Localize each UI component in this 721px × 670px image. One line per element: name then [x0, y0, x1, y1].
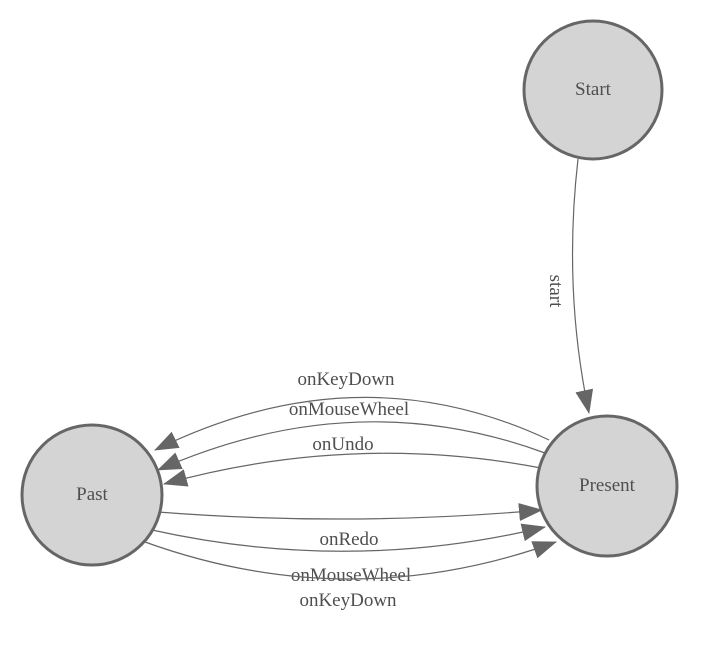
edge-present-to-past-onmousewheel-label: onMouseWheel	[289, 399, 409, 420]
edge-present-to-past-onkeydown-label: onKeyDown	[297, 369, 395, 390]
edge-start-to-present: start	[545, 158, 594, 414]
edge-present-to-past-onmousewheel: onMouseWheel	[157, 399, 546, 471]
state-node-start: Start	[522, 19, 664, 161]
edge-past-to-present-onmousewheel: onMouseWheel	[151, 523, 546, 586]
edge-start-to-present-line	[571, 158, 594, 414]
edge-past-to-present-onredo: onRedo	[157, 503, 543, 550]
edge-start-to-present-label: start	[545, 275, 566, 308]
state-node-present-circle	[535, 414, 679, 558]
state-node-past-circle	[20, 423, 164, 567]
edge-past-to-present-onmousewheel-line	[151, 523, 546, 552]
state-node-start-label: Start	[575, 79, 612, 100]
edge-present-to-past-onundo-line	[163, 452, 542, 487]
state-node-present-label: Present	[579, 475, 636, 496]
edge-past-to-present-onmousewheel-label: onMouseWheel	[291, 565, 411, 586]
state-node-start-circle	[522, 19, 664, 161]
edge-past-to-present-onkeydown: onKeyDown	[144, 541, 557, 611]
edge-present-to-past-onkeydown: onKeyDown	[154, 369, 550, 451]
edge-present-to-past-onundo-label: onUndo	[312, 434, 373, 455]
edge-present-to-past-onundo: onUndo	[163, 434, 542, 487]
state-node-past: Past	[20, 423, 164, 567]
edge-present-to-past-onmousewheel-line	[157, 421, 546, 471]
state-node-present: Present	[535, 414, 679, 558]
edge-past-to-present-onkeydown-label: onKeyDown	[299, 590, 397, 611]
edge-present-to-past-onkeydown-line	[154, 396, 550, 451]
edge-past-to-present-onkeydown-line	[144, 541, 557, 580]
edge-past-to-present-onredo-line	[157, 503, 543, 521]
state-node-past-label: Past	[76, 484, 108, 505]
edge-past-to-present-onredo-label: onRedo	[319, 529, 378, 550]
